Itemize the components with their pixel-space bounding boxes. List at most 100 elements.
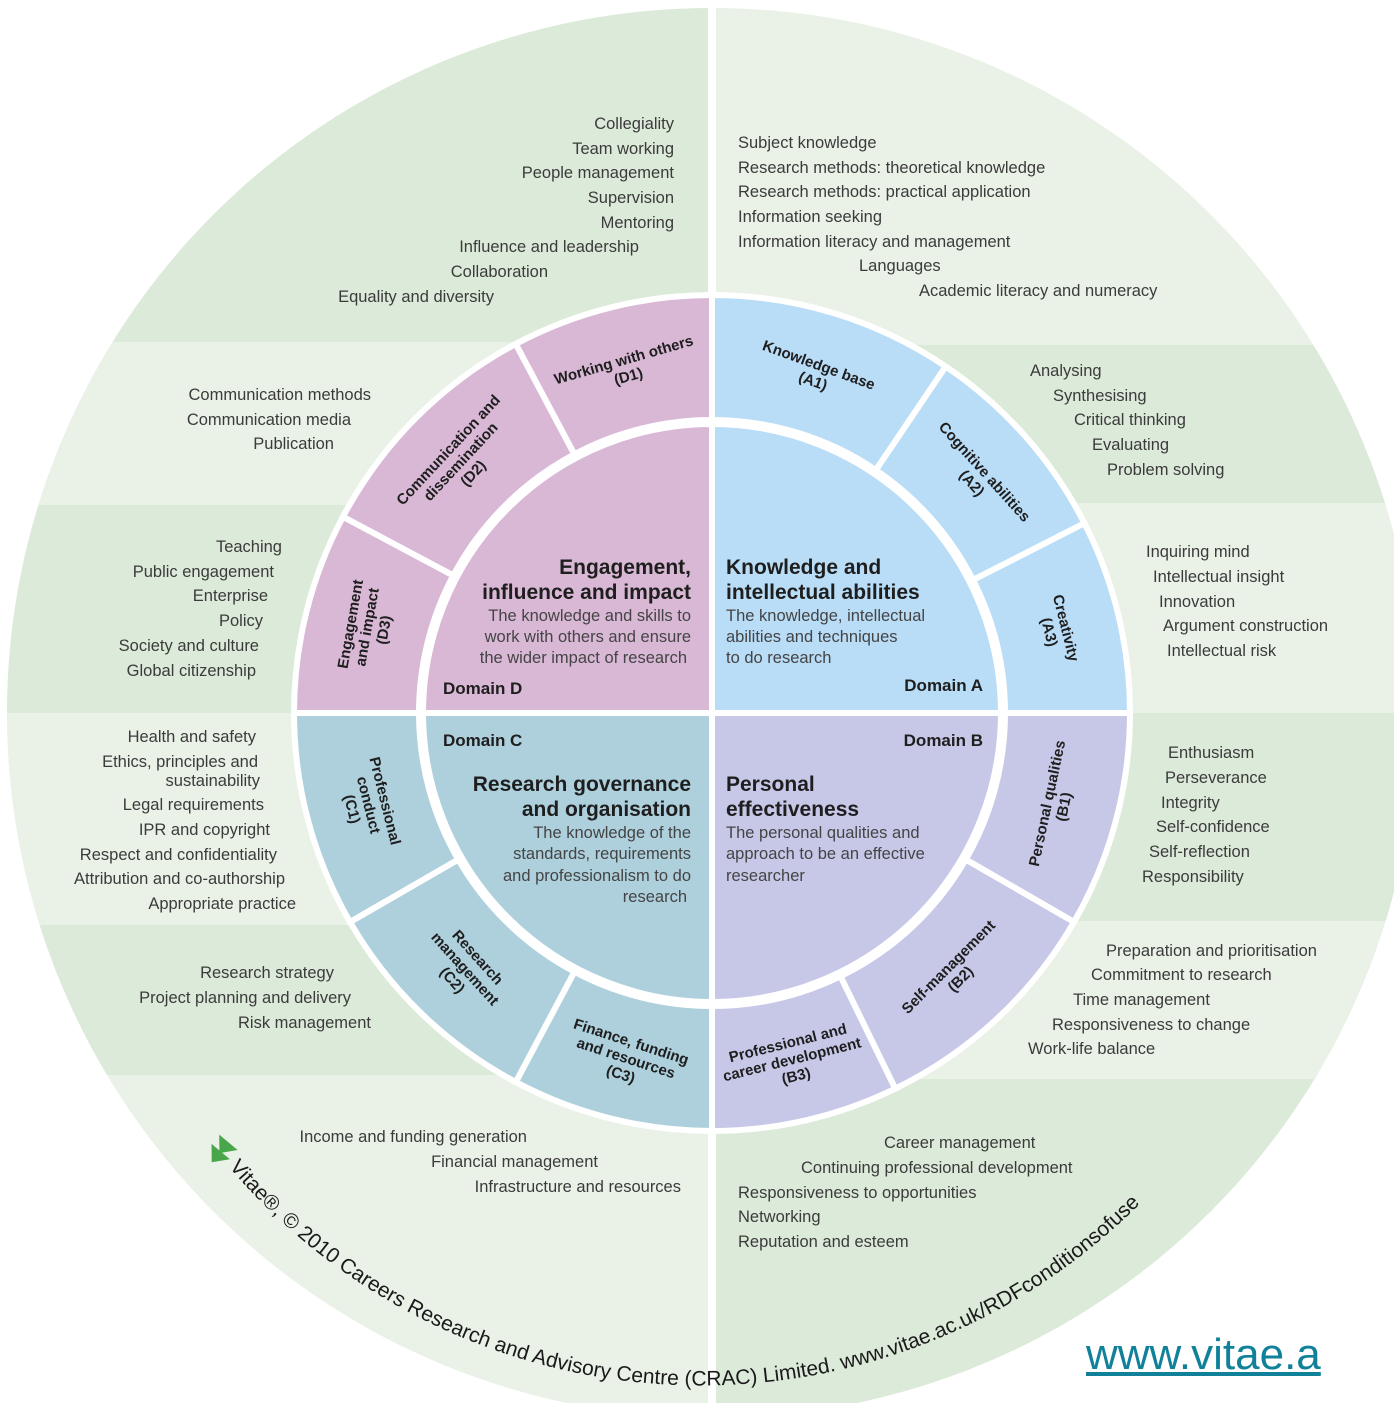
descriptors-d1: Collegiality Team working People managem… bbox=[338, 115, 675, 306]
descriptor-teaching: Teaching bbox=[216, 538, 282, 556]
descriptor-publication: Publication bbox=[253, 435, 334, 453]
band-c3 bbox=[7, 1075, 712, 1403]
domain-a-title-line-2: intellectual abilities bbox=[726, 581, 920, 604]
descriptor-preparation-prioritisation: Preparation and prioritisation bbox=[1106, 942, 1317, 960]
descriptor-policy: Policy bbox=[219, 612, 264, 630]
descriptor-enthusiasm: Enthusiasm bbox=[1168, 744, 1254, 762]
domain-c-desc-line-3: and professionalism to do bbox=[503, 867, 691, 885]
domain-c-desc-line-1: The knowledge of the bbox=[533, 824, 691, 842]
domain-quadrant-b bbox=[709, 710, 1005, 1006]
descriptor-risk-management: Risk management bbox=[238, 1014, 371, 1032]
descriptor-appropriate-practice: Appropriate practice bbox=[148, 895, 296, 913]
descriptor-cpd: Continuing professional development bbox=[801, 1159, 1073, 1177]
descriptor-languages: Languages bbox=[859, 257, 941, 275]
domain-b-text: Domain B Personal effectiveness The pers… bbox=[726, 731, 983, 885]
descriptor-project-planning: Project planning and delivery bbox=[139, 989, 352, 1007]
descriptor-responsibility: Responsibility bbox=[1142, 868, 1245, 886]
descriptor-innovation: Innovation bbox=[1159, 593, 1235, 611]
logo-chevron-bottom bbox=[211, 1143, 230, 1163]
descriptors-b3: Career management Continuing professiona… bbox=[738, 1134, 1073, 1251]
descriptor-health-safety: Health and safety bbox=[128, 728, 257, 746]
descriptor-work-life-balance: Work-life balance bbox=[1028, 1040, 1155, 1058]
descriptor-commitment-research: Commitment to research bbox=[1091, 966, 1272, 984]
descriptor-equality-diversity: Equality and diversity bbox=[338, 288, 495, 306]
descriptor-subject-knowledge: Subject knowledge bbox=[738, 134, 877, 152]
descriptor-supervision: Supervision bbox=[588, 189, 674, 207]
vitae-website-link[interactable]: www.vitae.a bbox=[1086, 1330, 1321, 1379]
descriptors-d2: Communication methods Communication medi… bbox=[187, 386, 371, 453]
descriptor-legal-requirements: Legal requirements bbox=[123, 796, 264, 814]
logo-chevron-top bbox=[219, 1134, 238, 1154]
descriptors-b2: Preparation and prioritisation Commitmen… bbox=[1028, 942, 1317, 1058]
domain-c-desc-line-4: research bbox=[623, 888, 687, 906]
descriptor-financial-management: Financial management bbox=[431, 1153, 598, 1171]
descriptor-income-funding: Income and funding generation bbox=[299, 1128, 527, 1146]
descriptor-argument-construction: Argument construction bbox=[1163, 617, 1328, 635]
descriptor-ethics-line-2: sustainability bbox=[166, 772, 261, 790]
subdomain-label-c1-line-3: (C1) bbox=[340, 793, 364, 825]
descriptor-ethics-line-1: Ethics, principles and bbox=[102, 753, 258, 771]
descriptors-a3: Inquiring mind Intellectual insight Inno… bbox=[1146, 543, 1328, 660]
domain-d-title-line-2: influence and impact bbox=[482, 581, 691, 604]
descriptor-research-strategy: Research strategy bbox=[200, 964, 335, 982]
descriptor-public-engagement: Public engagement bbox=[133, 563, 275, 581]
descriptor-intellectual-risk: Intellectual risk bbox=[1167, 642, 1277, 660]
domain-d-desc-line-1: The knowledge and skills to bbox=[488, 607, 691, 625]
descriptor-responsiveness-opportunities: Responsiveness to opportunities bbox=[738, 1184, 976, 1202]
domain-a-title-line-1: Knowledge and bbox=[726, 556, 881, 579]
descriptor-critical-thinking: Critical thinking bbox=[1074, 411, 1186, 429]
descriptor-influence-leadership: Influence and leadership bbox=[459, 238, 639, 256]
descriptor-society-culture: Society and culture bbox=[119, 637, 259, 655]
descriptor-self-reflection: Self-reflection bbox=[1149, 843, 1250, 861]
descriptor-self-confidence: Self-confidence bbox=[1156, 818, 1270, 836]
domain-quadrant-c bbox=[419, 710, 715, 1006]
descriptor-infrastructure: Infrastructure and resources bbox=[475, 1178, 681, 1196]
descriptor-perseverance: Perseverance bbox=[1165, 769, 1267, 787]
descriptor-time-management: Time management bbox=[1073, 991, 1210, 1009]
descriptor-methods-theoretical: Research methods: theoretical knowledge bbox=[738, 159, 1045, 177]
descriptor-people-management: People management bbox=[522, 164, 675, 182]
domain-b-tag: Domain B bbox=[904, 731, 983, 750]
descriptor-reputation-esteem: Reputation and esteem bbox=[738, 1233, 909, 1251]
domain-quadrant-a bbox=[709, 420, 1005, 716]
domain-a-desc-line-1: The knowledge, intellectual bbox=[726, 607, 925, 625]
domain-a-text: Knowledge and intellectual abilities The… bbox=[726, 556, 983, 695]
descriptor-career-management: Career management bbox=[884, 1134, 1036, 1152]
domain-quadrant-d bbox=[419, 420, 715, 716]
domain-d-text: Engagement, influence and impact The kno… bbox=[443, 556, 691, 698]
domain-c-desc-line-2: standards, requirements bbox=[513, 845, 691, 863]
domain-d-desc-line-2: work with others and ensure bbox=[484, 628, 691, 646]
descriptors-c2: Research strategy Project planning and d… bbox=[139, 964, 371, 1032]
descriptors-b1: Enthusiasm Perseverance Integrity Self-c… bbox=[1142, 744, 1270, 886]
domain-c-text: Domain C Research governance and organis… bbox=[443, 731, 691, 906]
domain-c-tag: Domain C bbox=[443, 731, 522, 750]
descriptor-synthesising: Synthesising bbox=[1053, 387, 1147, 405]
domain-c-title-line-2: and organisation bbox=[522, 798, 691, 821]
descriptor-responsiveness-change: Responsiveness to change bbox=[1052, 1016, 1250, 1034]
descriptor-intellectual-insight: Intellectual insight bbox=[1153, 568, 1285, 586]
domain-b-desc-line-1: The personal qualities and bbox=[726, 824, 920, 842]
subdomain-label-d3-line-3: (D3) bbox=[373, 614, 395, 646]
subdomain-segment-d1 bbox=[511, 291, 715, 459]
domain-a-desc-line-2: abilities and techniques bbox=[726, 628, 898, 646]
descriptor-inquiring-mind: Inquiring mind bbox=[1146, 543, 1250, 561]
descriptors-a2: Analysing Synthesising Critical thinking… bbox=[1030, 362, 1224, 479]
descriptor-problem-solving: Problem solving bbox=[1107, 461, 1224, 479]
descriptor-mentoring: Mentoring bbox=[601, 214, 674, 232]
descriptor-communication-methods: Communication methods bbox=[189, 386, 372, 404]
subdomain-label-b1-line-2: (B1) bbox=[1053, 791, 1076, 823]
descriptor-information-literacy: Information literacy and management bbox=[738, 233, 1011, 251]
domain-d-tag: Domain D bbox=[443, 679, 522, 698]
descriptor-integrity: Integrity bbox=[1161, 794, 1220, 812]
descriptor-respect-confidentiality: Respect and confidentiality bbox=[80, 846, 278, 864]
descriptors-d3: Teaching Public engagement Enterprise Po… bbox=[119, 538, 282, 680]
subdomain-ring bbox=[290, 291, 1134, 1135]
descriptor-collegiality: Collegiality bbox=[594, 115, 675, 133]
domain-a-desc-line-3: to do research bbox=[726, 649, 831, 667]
vitae-logo-icon bbox=[211, 1134, 238, 1163]
descriptor-communication-media: Communication media bbox=[187, 411, 352, 429]
descriptors-c3: Income and funding generation Financial … bbox=[299, 1128, 681, 1196]
descriptor-attribution: Attribution and co-authorship bbox=[74, 870, 285, 888]
domain-d-desc-line-3: the wider impact of research bbox=[480, 649, 687, 667]
